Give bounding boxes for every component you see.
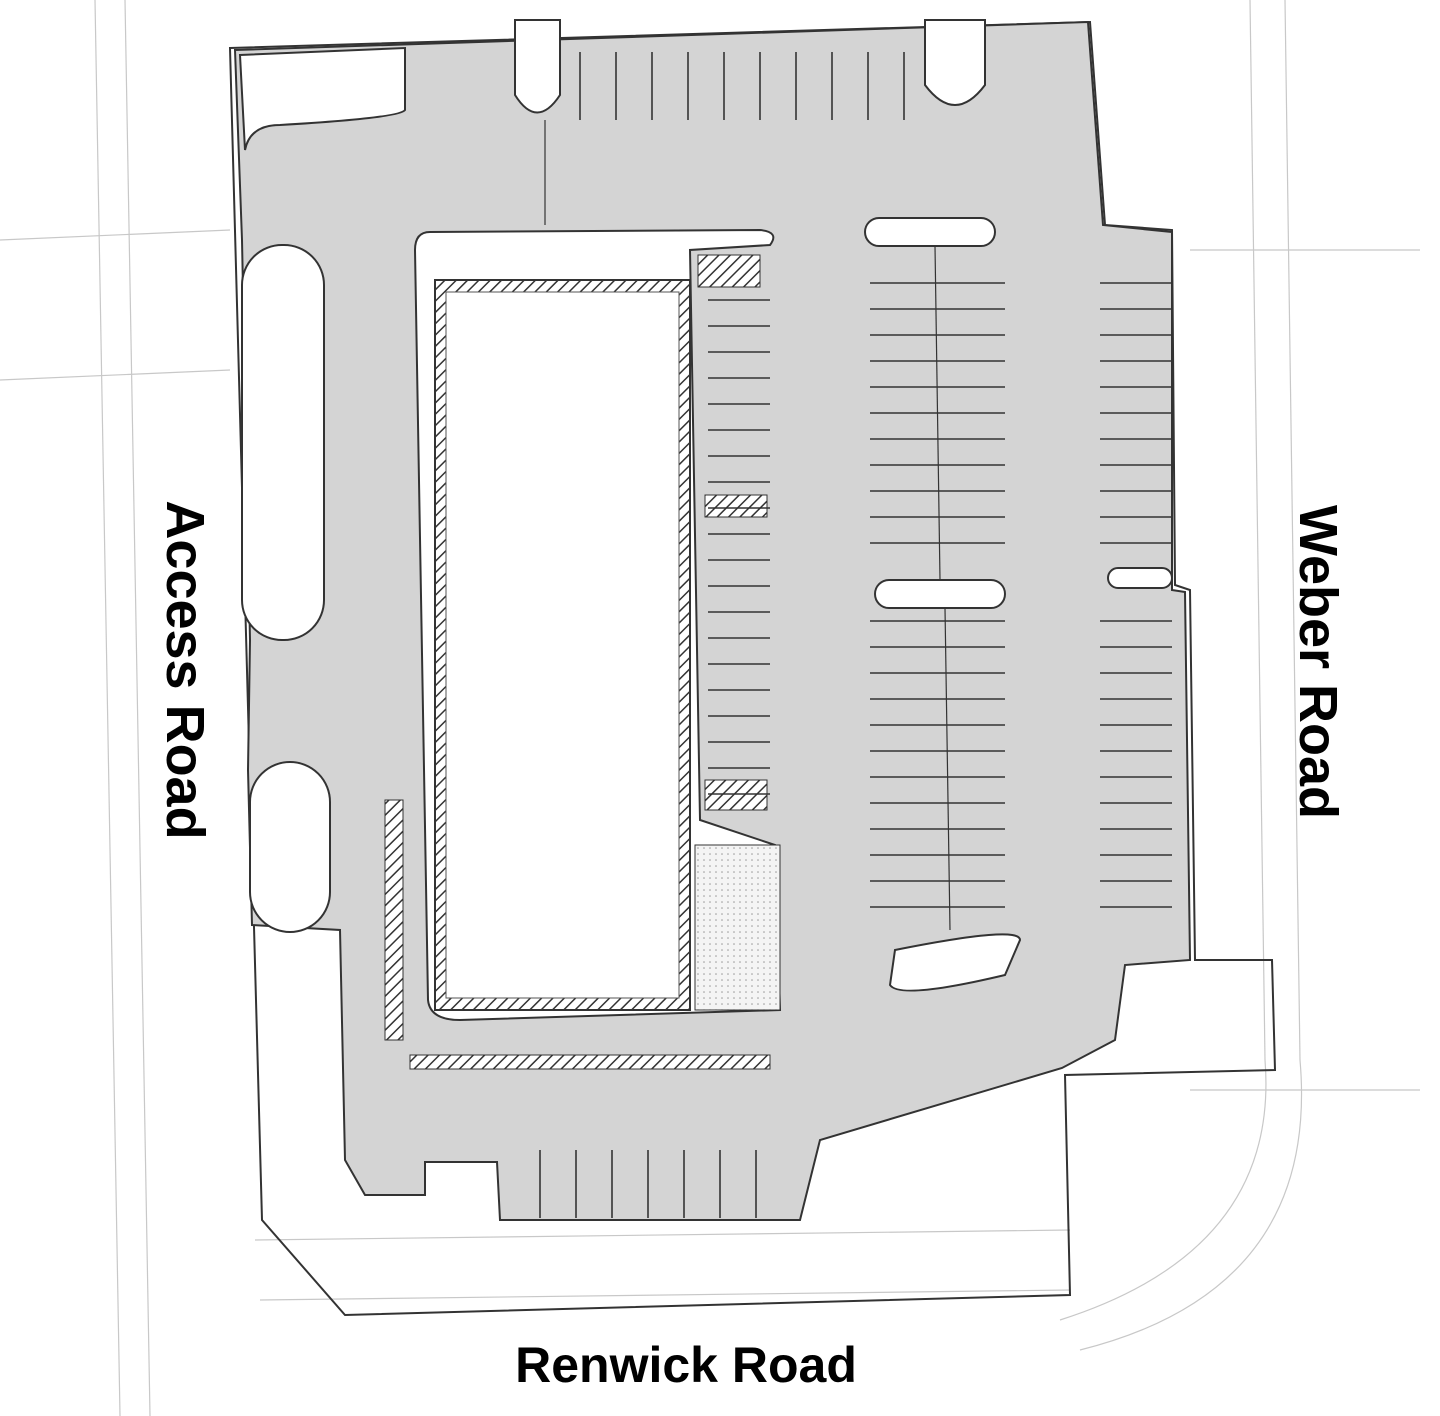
road-label-access-road: Access Road: [155, 500, 215, 840]
road-label-weber-road: Weber Road: [1288, 504, 1348, 820]
paved-parking-area: [233, 20, 1192, 1221]
stall-divider-lines: [544, 120, 951, 931]
building-interior: [445, 291, 680, 999]
landscape-islands: [238, 19, 1173, 992]
accessible-stalls: [384, 254, 771, 1070]
walkway-pavers: [694, 844, 781, 1011]
parking-stall-stripes: [539, 52, 1172, 1218]
road-label-renwick-road: Renwick Road: [515, 1337, 857, 1393]
